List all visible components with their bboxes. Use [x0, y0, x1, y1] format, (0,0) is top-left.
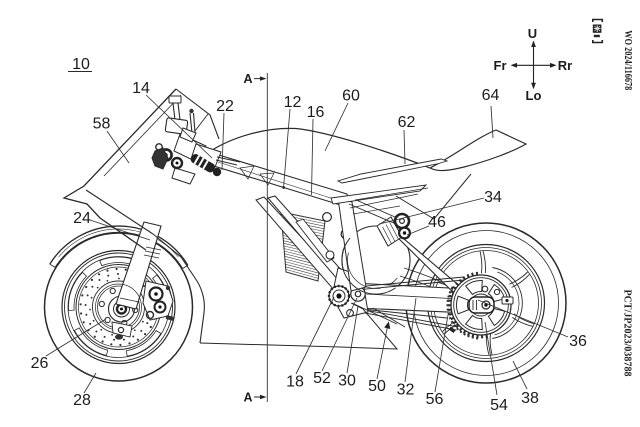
svg-text:56: 56 [426, 391, 444, 408]
svg-text:10: 10 [72, 56, 90, 73]
svg-text:U: U [528, 26, 537, 41]
svg-text:14: 14 [132, 80, 150, 97]
svg-text:Rr: Rr [558, 58, 572, 73]
svg-text:18: 18 [286, 373, 304, 390]
svg-text:PCT/JP2023/038788: PCT/JP2023/038788 [622, 290, 633, 377]
svg-text:64: 64 [482, 87, 500, 104]
svg-text:50: 50 [368, 378, 386, 395]
svg-text:WO 2024/116678: WO 2024/116678 [622, 30, 633, 90]
svg-text:30: 30 [338, 372, 356, 389]
svg-text:36: 36 [569, 333, 587, 350]
svg-text:A: A [243, 72, 252, 86]
svg-text:58: 58 [93, 116, 111, 133]
svg-text:46: 46 [428, 214, 446, 231]
svg-text:16: 16 [307, 104, 325, 121]
svg-text:28: 28 [73, 392, 91, 409]
svg-text:Lo: Lo [526, 88, 542, 103]
svg-text:24: 24 [73, 210, 91, 227]
svg-text:60: 60 [342, 88, 360, 105]
svg-text:34: 34 [484, 189, 502, 206]
svg-text:22: 22 [216, 98, 234, 115]
svg-text:A: A [243, 391, 252, 405]
svg-text:62: 62 [398, 114, 416, 131]
svg-text:52: 52 [313, 370, 331, 387]
svg-text:32: 32 [397, 381, 415, 398]
svg-text:54: 54 [490, 397, 508, 414]
svg-text:38: 38 [521, 390, 539, 407]
svg-text:12: 12 [284, 94, 302, 111]
svg-text:26: 26 [31, 355, 49, 372]
svg-text:Fr: Fr [494, 58, 507, 73]
